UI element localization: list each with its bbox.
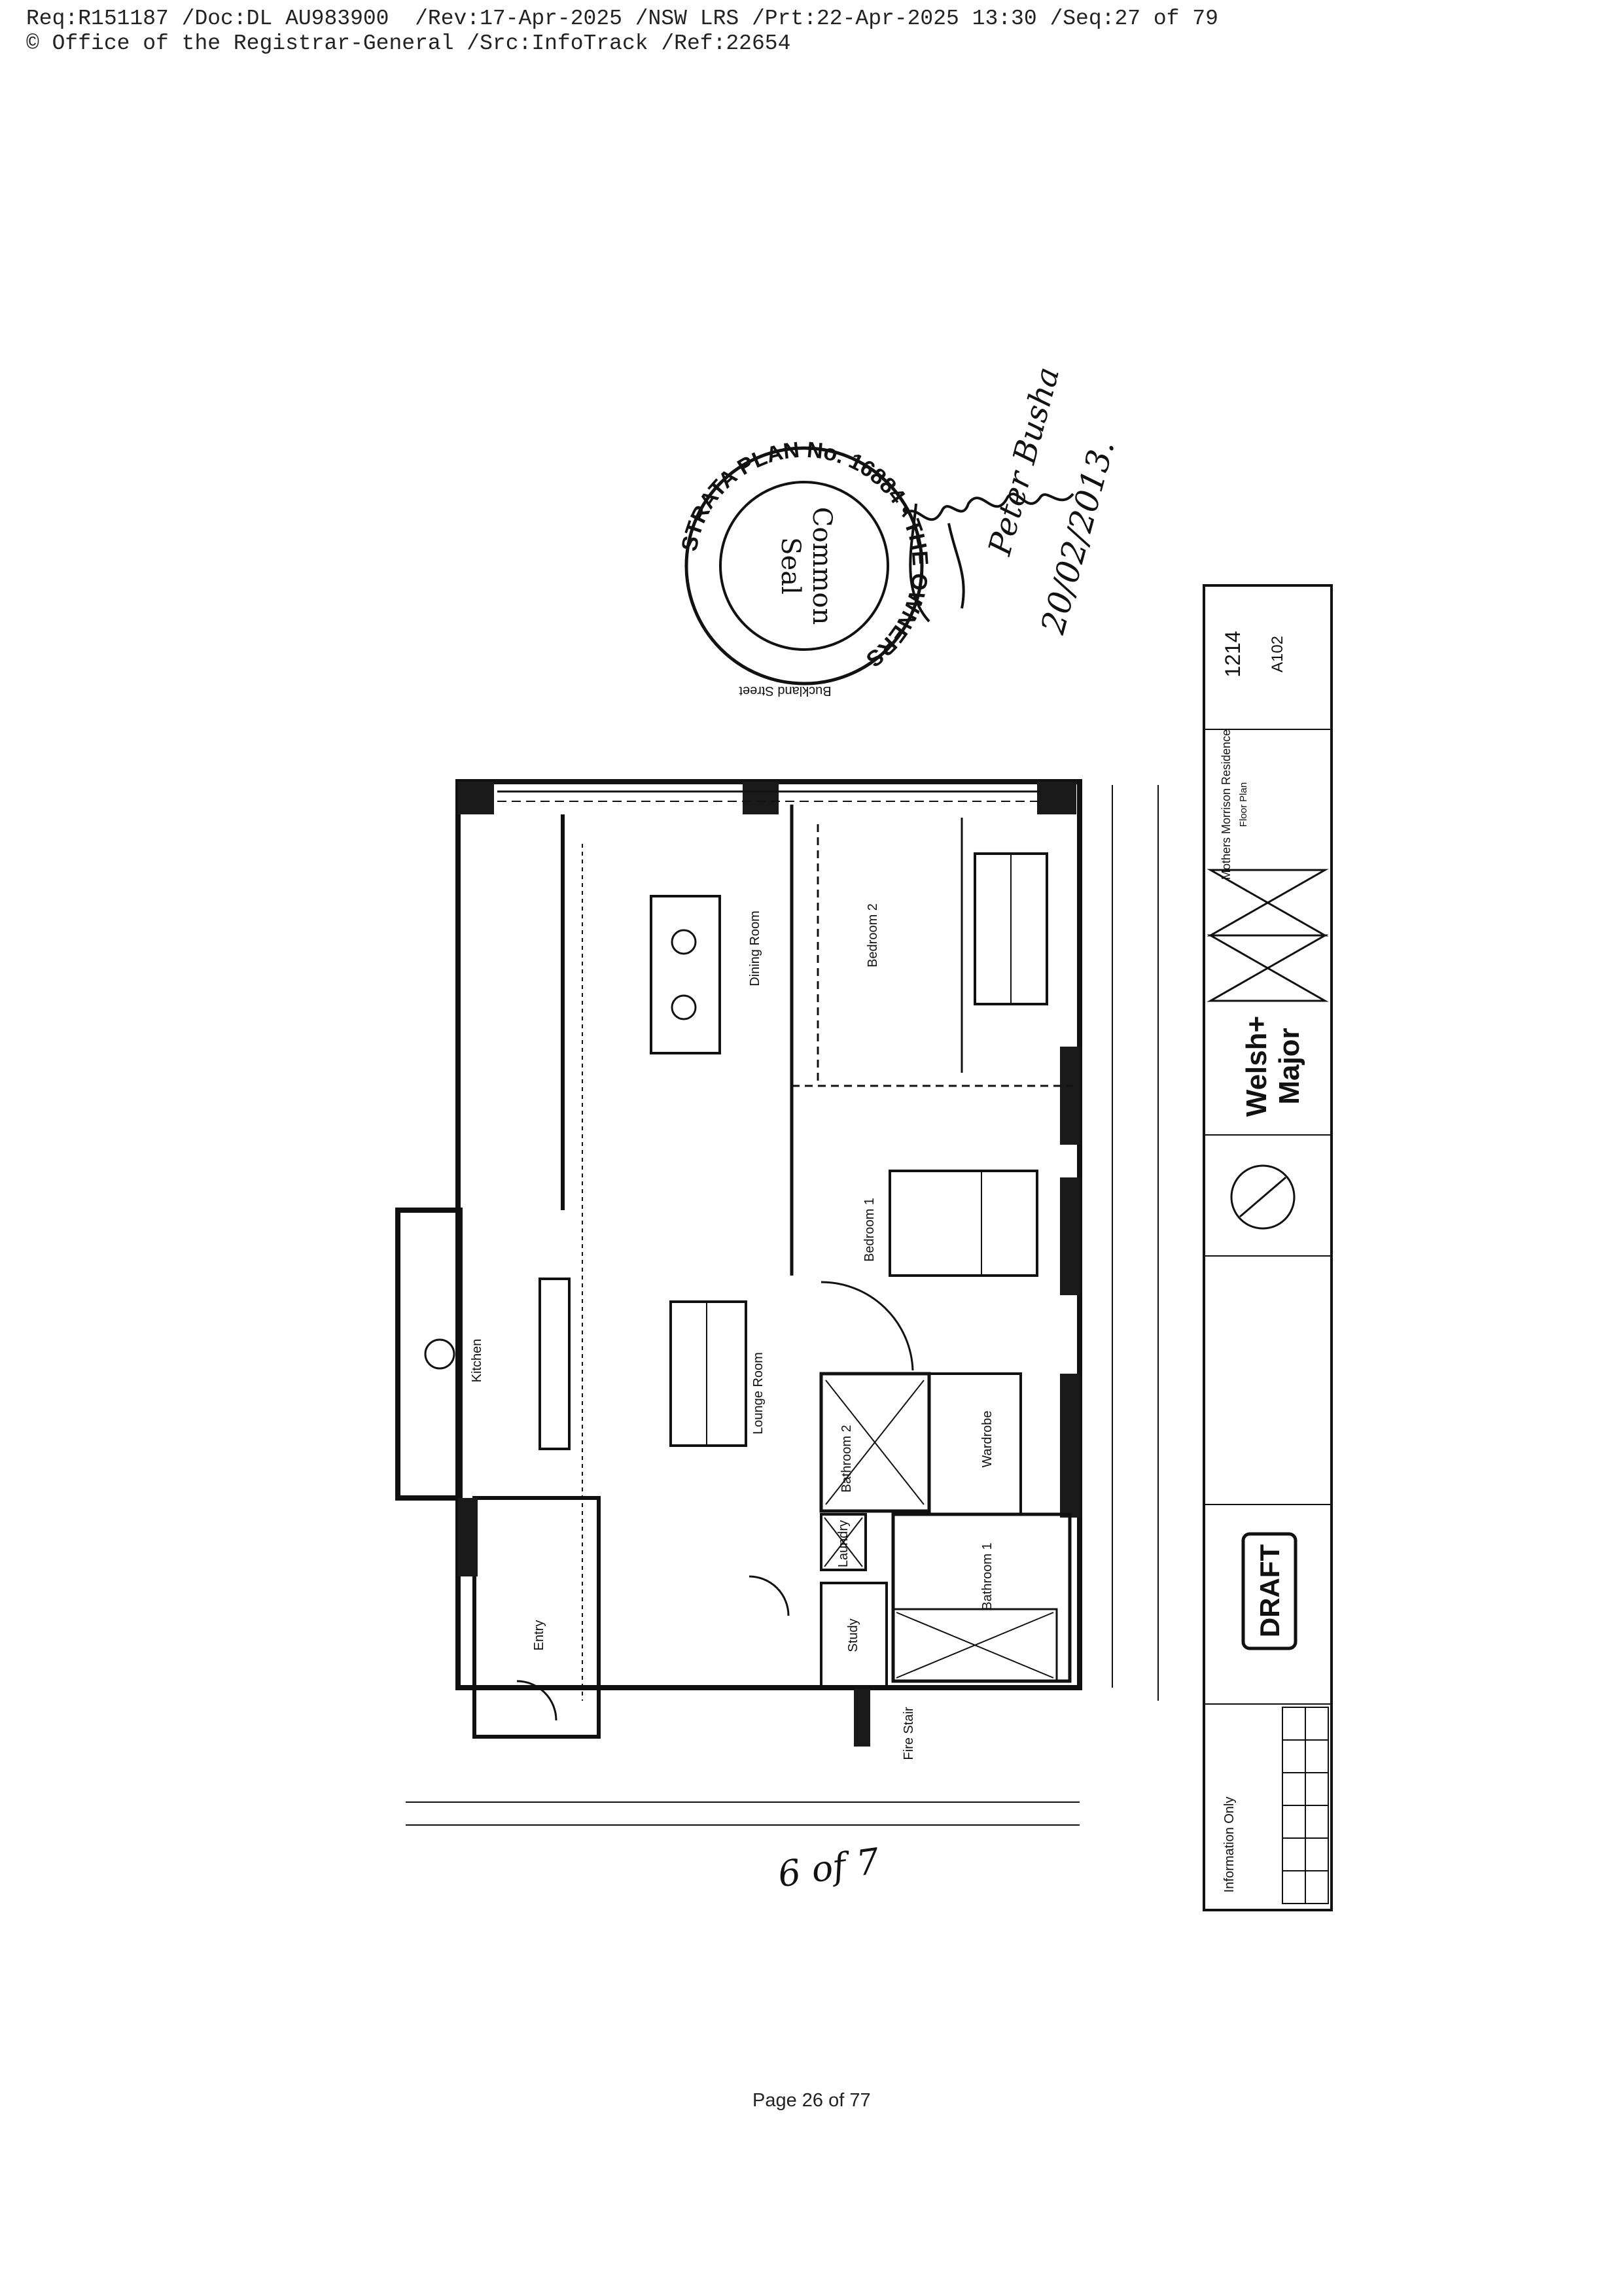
- room-label-fire-stair: Fire Stair: [902, 1707, 916, 1760]
- room-label-bathroom-1: Bathroom 1: [980, 1542, 995, 1610]
- room-label-study: Study: [846, 1618, 860, 1652]
- firm-name-line-2: Major: [1273, 1028, 1305, 1104]
- draft-stamp: DRAFT: [1254, 1544, 1285, 1638]
- seal-inner-line-2: Seal: [775, 537, 805, 595]
- room-label-dining: Dining Room: [748, 911, 762, 986]
- firm-name-line-1: Welsh+: [1241, 1016, 1273, 1117]
- room-label-bedroom-1: Bedroom 1: [862, 1198, 877, 1262]
- title-block: Mothers Morrison Residence Floor Plan 12…: [1203, 584, 1333, 1911]
- room-label-wardrobe: Wardrobe: [980, 1410, 995, 1467]
- header-line-2: © Office of the Registrar-General /Src:I…: [26, 31, 791, 56]
- room-label-lounge: Lounge Room: [751, 1352, 766, 1435]
- page-number: Page 26 of 77: [752, 2090, 871, 2111]
- title-block-project-number: 1214: [1221, 631, 1244, 677]
- header-line-1: Req:R151187 /Doc:DL AU983900 /Rev:17-Apr…: [26, 7, 1218, 31]
- title-block-drawing: Floor Plan: [1238, 782, 1249, 827]
- street-label: Buckland Street: [739, 684, 832, 698]
- title-block-note: Information Only: [1222, 1797, 1237, 1893]
- floor-plan: [395, 779, 1159, 1826]
- document-header: Req:R151187 /Doc:DL AU983900 /Rev:17-Apr…: [26, 7, 1218, 56]
- room-label-laundry: Laundry: [836, 1520, 851, 1567]
- room-label-bathroom-2: Bathroom 2: [839, 1425, 854, 1492]
- room-label-kitchen: Kitchen: [470, 1339, 484, 1383]
- common-seal: STRATA PLAN No. 16884 • THE OWNERS Commo…: [677, 438, 932, 686]
- title-block-project: Mothers Morrison Residence: [1220, 729, 1233, 880]
- room-label-entry: Entry: [532, 1620, 546, 1651]
- signature-scribble: [902, 493, 1074, 623]
- room-label-bedroom-2: Bedroom 2: [866, 903, 880, 967]
- title-block-drawing-number: A102: [1269, 636, 1286, 672]
- seal-inner-line-1: Common: [807, 507, 837, 625]
